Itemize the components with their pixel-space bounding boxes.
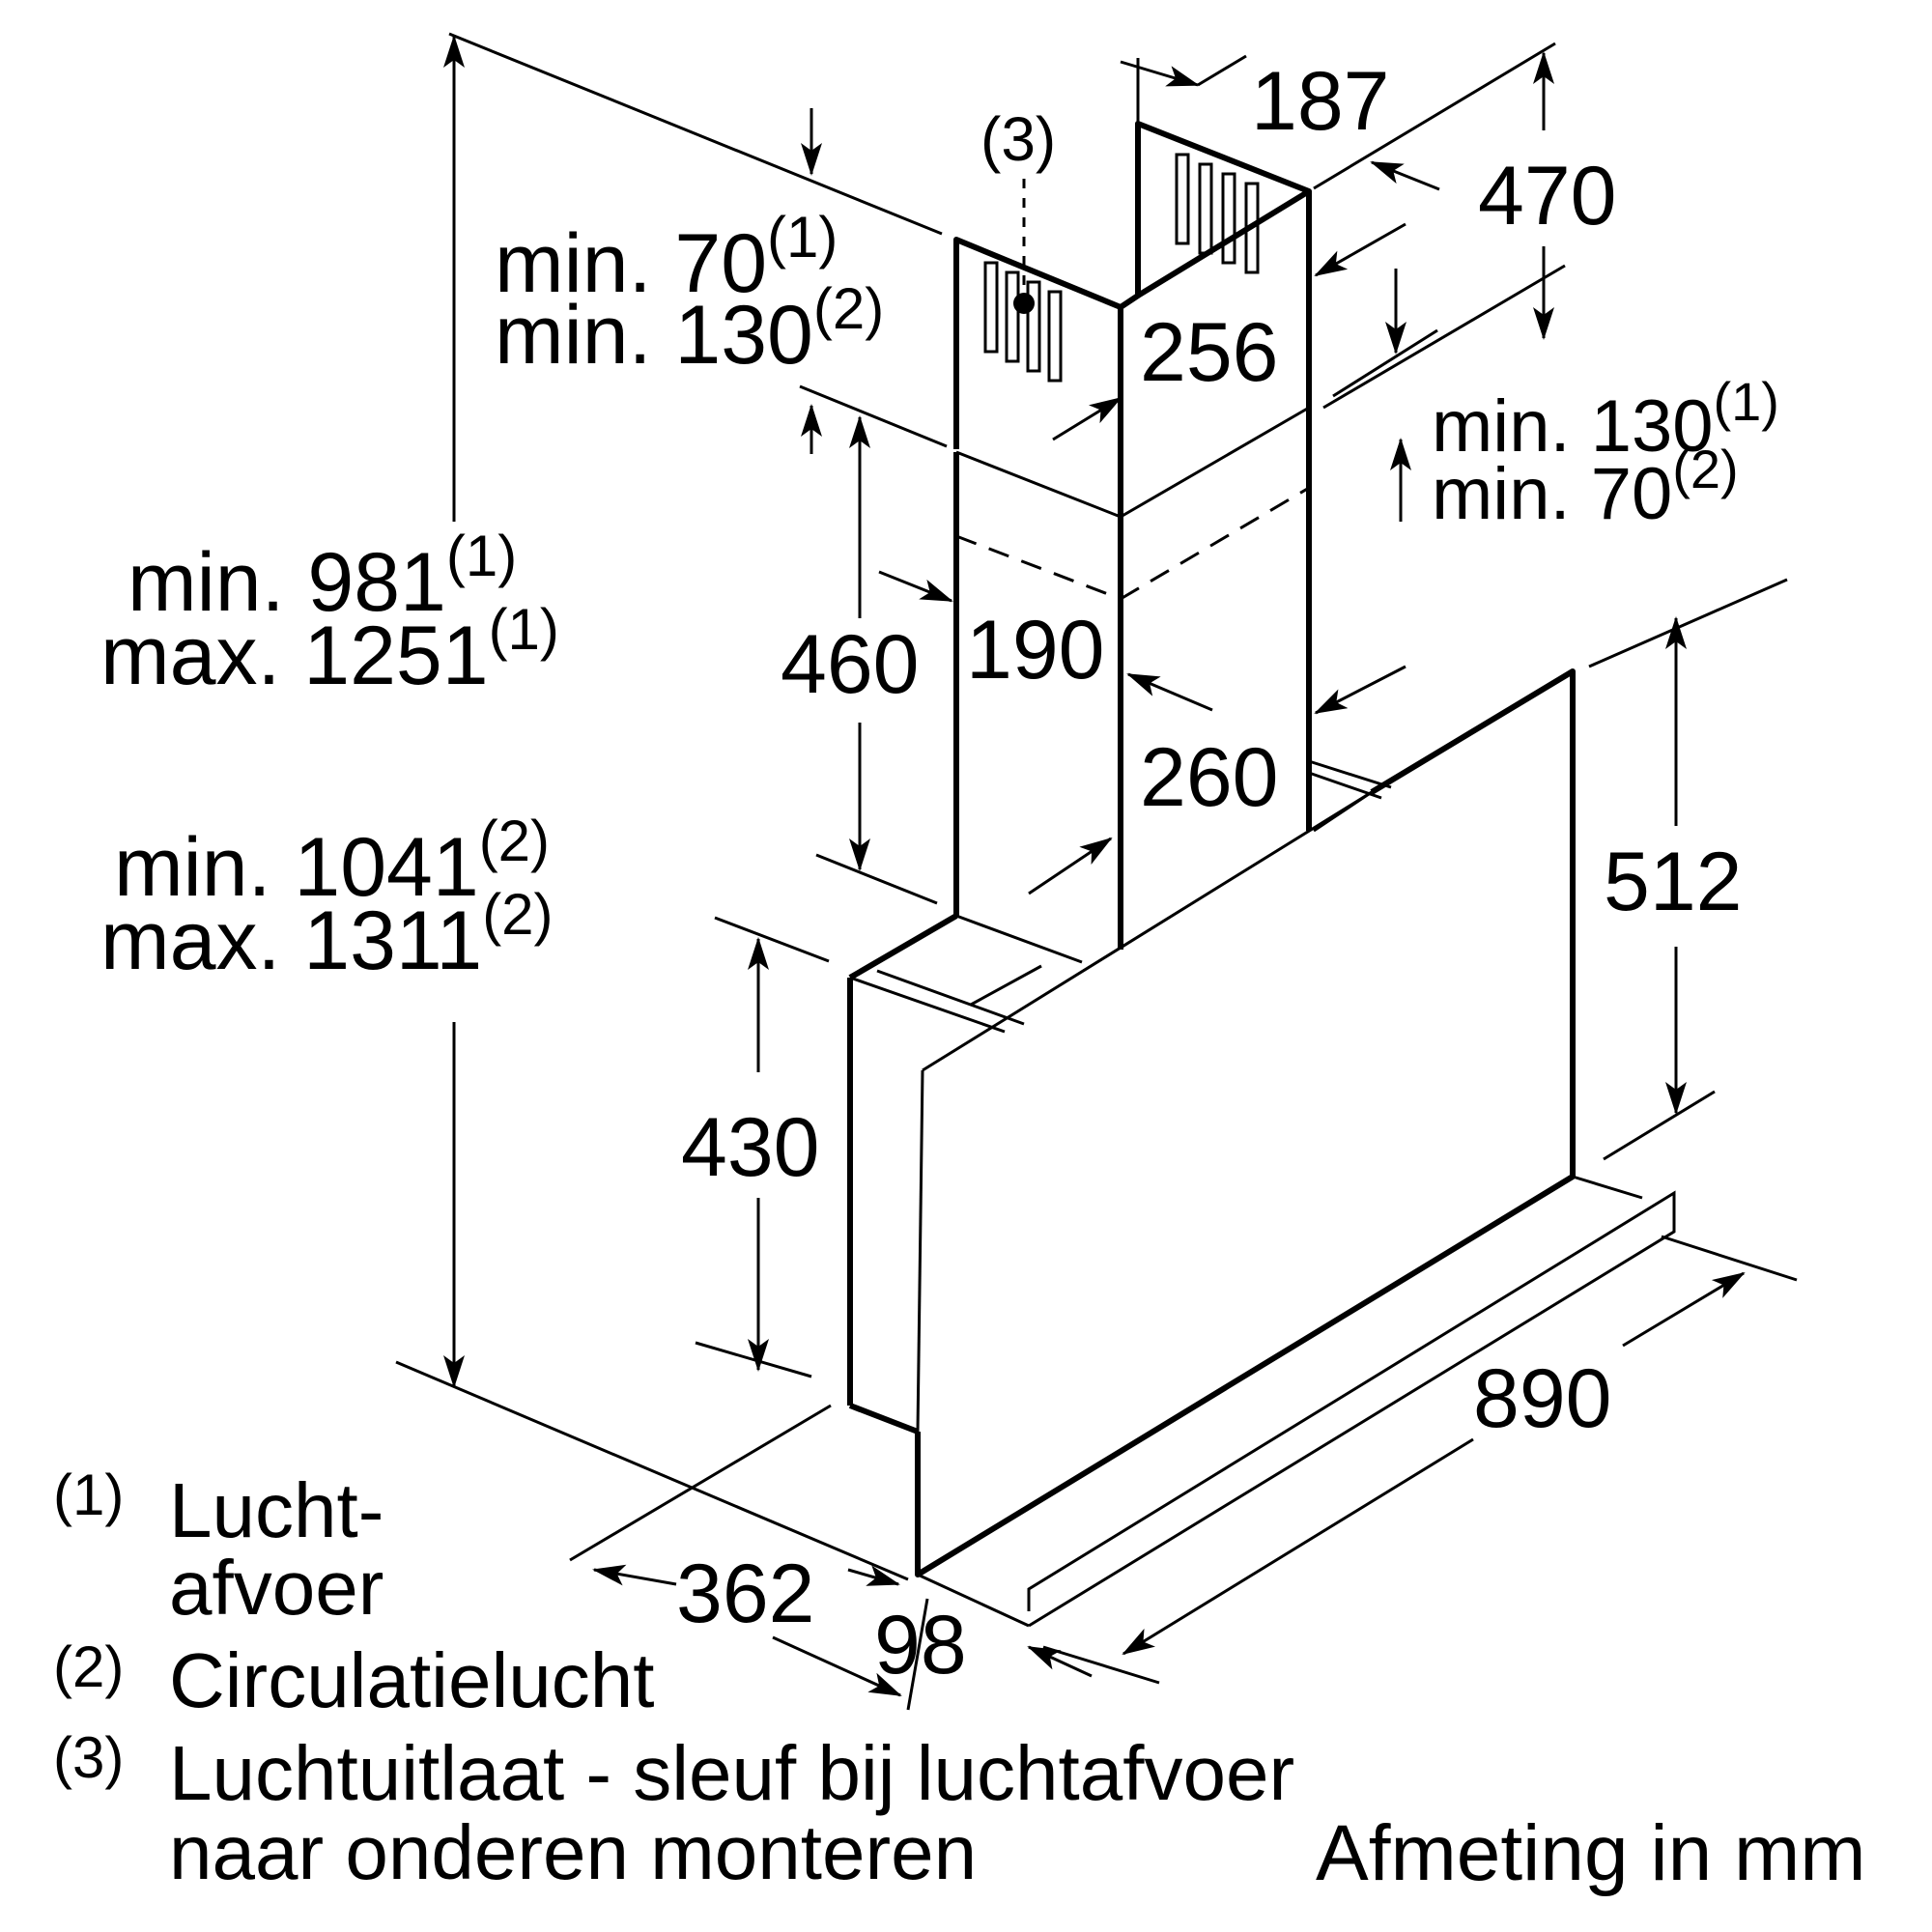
base-block xyxy=(847,913,958,1435)
note-ref: (1) xyxy=(445,524,518,588)
top-clearance-exhaust: min. 70 xyxy=(495,217,768,310)
dim-190: 190 xyxy=(966,604,1105,696)
note-ref: (1) xyxy=(767,205,838,270)
legend-text: Luchtuitlaat - sleuf bij luchtafvoer xyxy=(169,1730,1295,1816)
dim-187: 187 xyxy=(1251,55,1390,148)
legend-mark: (3) xyxy=(53,1725,125,1790)
total-height-exhaust-min: min. 981 xyxy=(128,536,446,629)
units-note: Afmeting in mm xyxy=(1316,1809,1866,1897)
dim-260: 260 xyxy=(1140,731,1279,824)
legend-text: naar onderen monteren xyxy=(169,1809,978,1895)
dimension-lines xyxy=(395,32,1798,1711)
top-clearance-label: min. 70(1) min. 130(2) xyxy=(495,209,885,378)
lower-chimney xyxy=(953,408,1312,950)
dim-98: 98 xyxy=(874,1599,967,1691)
note-ref: (1) xyxy=(488,597,559,662)
base-edges xyxy=(849,759,1392,1034)
note-ref: (2) xyxy=(478,809,551,873)
note-ref: (2) xyxy=(1672,439,1739,499)
note-ref: (1) xyxy=(1713,371,1779,432)
legend-mark: (1) xyxy=(53,1463,125,1527)
dim-256: 256 xyxy=(1140,306,1279,399)
callout-3-label: (3) xyxy=(980,104,1057,174)
note-ref: (2) xyxy=(482,882,554,947)
right-clearance-exhaust: min. 130 xyxy=(1432,385,1714,468)
chimney-overlap-dashed xyxy=(955,486,1310,601)
right-clearance-circulation: min. 70 xyxy=(1432,453,1673,535)
legend-text: Circulatielucht xyxy=(169,1637,655,1723)
top-clearance-circulation: min. 130 xyxy=(495,289,813,382)
chimney-edges xyxy=(955,153,1310,519)
total-height-circulation-label: min. 1041(2) max. 1311(2) xyxy=(100,812,554,983)
dim-512: 512 xyxy=(1604,836,1743,928)
note-ref: (2) xyxy=(812,276,885,341)
glass-panel-edges xyxy=(916,790,1676,1628)
dim-362: 362 xyxy=(676,1548,815,1640)
total-height-exhaust-max: max. 1251 xyxy=(100,610,489,702)
air-outlet-dot xyxy=(1013,293,1035,314)
total-height-exhaust-label: min. 981(1) max. 1251(1) xyxy=(100,527,559,698)
dim-890: 890 xyxy=(1473,1352,1612,1445)
dim-460: 460 xyxy=(781,618,920,711)
total-height-circulation-min: min. 1041 xyxy=(114,821,479,914)
dim-470: 470 xyxy=(1478,150,1617,242)
right-clearance-label: min. 130(1) min. 70(2) xyxy=(1432,375,1779,531)
legend-text: afvoer xyxy=(169,1545,384,1631)
legend-mark: (2) xyxy=(53,1634,125,1699)
legend-text: Lucht- xyxy=(169,1467,384,1553)
total-height-circulation-max: max. 1311 xyxy=(100,895,483,987)
dim-430: 430 xyxy=(681,1101,820,1194)
